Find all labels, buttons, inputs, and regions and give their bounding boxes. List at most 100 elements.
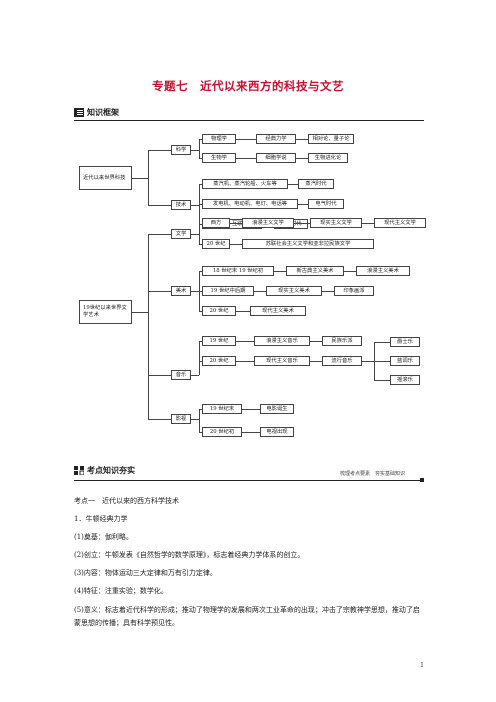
connector [199,409,200,432]
connector [298,204,308,205]
content-line: (1)奠基：伽利略。 [74,533,133,541]
node-fineart: 美术 [171,286,191,296]
section-header-framework: 知识框架 [74,107,119,118]
connector [191,419,199,420]
connector [242,409,260,410]
connector [199,244,202,245]
connector [288,184,298,185]
section-label: 考点知识夯实 [87,466,135,475]
node-impressionism: 印象画派 [334,286,374,296]
node-realist-lit: 现实主义文学 [310,218,362,228]
node-romantic-lit: 浪漫主义文学 [242,218,294,228]
node-physics: 物理学 [202,134,236,144]
connector [362,223,374,224]
connector [199,341,200,361]
divider-marker [420,478,424,482]
node-mid19: 19 世纪中后期 [202,286,254,296]
connector [274,271,286,272]
connector [294,223,310,224]
page-number: 1 [420,662,424,669]
connector [199,224,200,244]
node-c20-art: 20 世纪 [202,306,236,316]
connector [199,139,202,140]
connector [310,341,322,342]
node-modern-art: 现代主义美术 [250,306,306,316]
connector [254,291,266,292]
node-modern-music: 现代主义音乐 [254,356,310,366]
connector [230,223,242,224]
content-paragraph: (5)意义：标志着近代科学的形成；推动了物理学的发展和两次工业革命的出现；冲击了… [74,606,420,628]
connector [191,375,199,376]
section-header-knowledge: 考点知识夯实 [74,465,135,476]
node-classical-mechanics: 经典力学 [256,134,296,144]
node-late18-19: 18 世纪末 19 世纪初 [202,266,274,276]
node-root-arts: 19世纪以来世界文学艺术 [79,300,132,324]
node-steam-items: 蒸汽机、蒸汽轮船、火车等 [202,179,288,189]
connector [148,375,171,376]
connector [242,432,260,433]
node-west: 西方 [202,218,230,228]
connector [191,205,199,206]
node-realist-art: 现实主义美术 [266,286,322,296]
connector [199,361,202,362]
connector [199,271,202,272]
page-title: 专题七 近代以来西方的科技与文艺 [152,79,344,93]
connector [199,158,202,159]
connector [199,291,202,292]
connector [191,150,199,151]
list-icon [74,108,84,117]
node-early20: 20 世纪初 [202,427,242,437]
node-tech: 技术 [171,200,191,210]
node-relativity: 相对论、量子论 [308,134,354,144]
connector [374,380,390,381]
node-c20-music: 20 世纪 [202,356,236,366]
connector [191,291,199,292]
connector [191,234,199,235]
node-science: 科学 [171,145,191,155]
node-film: 影视 [171,414,191,424]
connector [199,139,200,158]
node-music: 音乐 [171,370,191,380]
node-root-science: 近代以来世界科技 [79,166,132,190]
node-film-birth: 电影诞生 [260,404,294,414]
connector [344,271,356,272]
connector [199,224,202,225]
section-divider [74,120,424,121]
node-steam-age: 蒸汽时代 [298,179,334,189]
section-label: 知识框架 [87,108,119,117]
connector [148,419,171,420]
node-pop-music: 流行音乐 [322,356,362,366]
connector [374,342,390,343]
connector [148,150,171,151]
connector [199,204,202,205]
connector [310,361,322,362]
node-biology: 生物学 [202,153,236,163]
node-modern-lit: 现代主义文学 [374,218,426,228]
connector [148,234,171,235]
node-c20-lit: 20 世纪 [202,239,230,249]
connector [148,205,171,206]
connector [132,312,148,313]
node-rock: 摇滚乐 [390,375,420,385]
node-literature: 文学 [171,229,191,239]
connector [199,341,202,342]
connector [199,184,202,185]
connector [322,291,334,292]
node-soviet-lit: 苏联社会主义文学和亚非拉民族文学 [242,239,374,249]
connector [296,158,308,159]
node-cell-theory: 细胞学说 [256,153,296,163]
connector [148,150,149,206]
topic-heading: 考点一 近代以来的西方科学技术 [74,497,179,505]
node-elec-items: 发电机、电动机、电灯、电话等 [202,199,298,209]
connector [199,409,202,410]
node-blues: 爵士乐 [390,337,420,347]
connector [374,361,390,362]
content-line: (3)内容：物体运动三大定律和万有引力定律。 [74,569,217,577]
node-neoclassical: 新古典主义美术 [286,266,344,276]
grid-icon [74,466,84,475]
connector [362,361,374,362]
connector [132,178,148,179]
node-romantic-art: 浪漫主义美术 [356,266,410,276]
content-line: (4)特征：注重实验；数学化。 [74,587,168,595]
section-note: 梳理考点要素 夯实基础知识 [340,471,406,477]
